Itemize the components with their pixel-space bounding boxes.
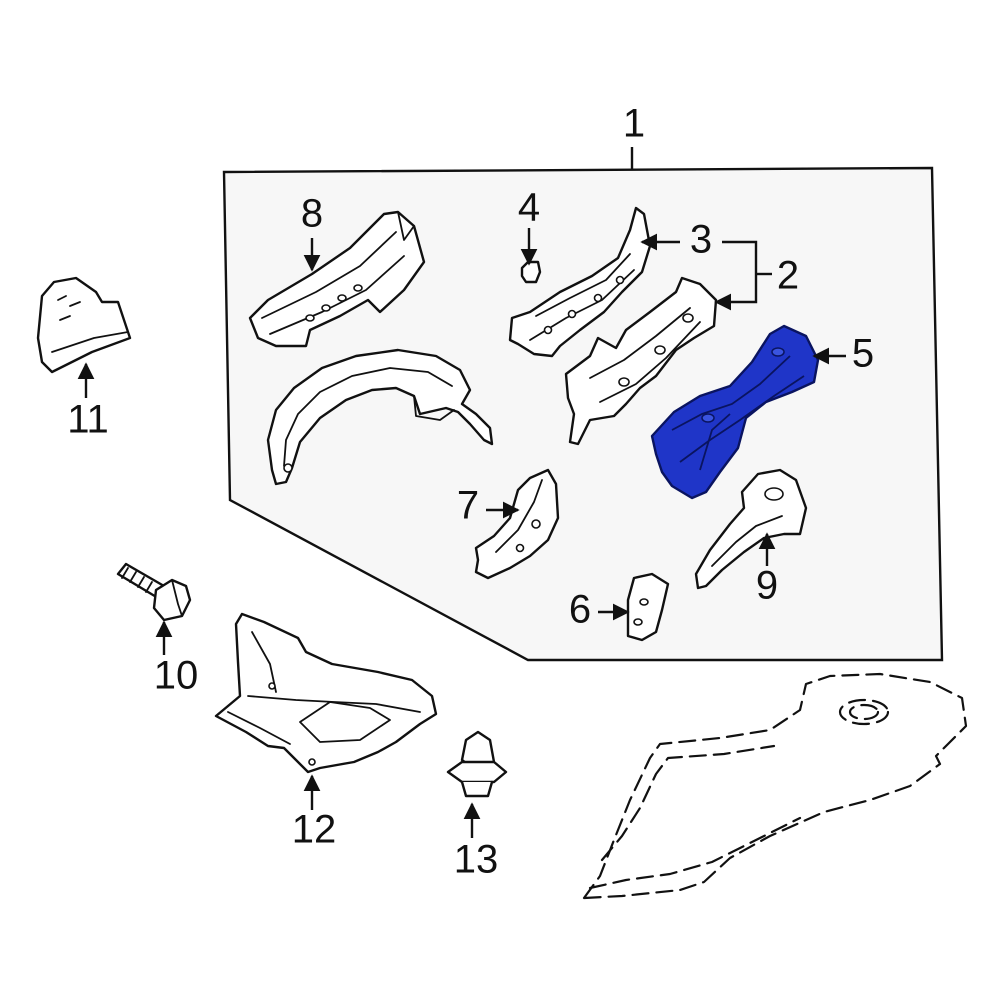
leader-lines xyxy=(77,147,846,838)
part-11-clip[interactable] xyxy=(36,276,132,374)
callout-13: 13 xyxy=(454,838,499,882)
callout-11: 11 xyxy=(67,398,109,442)
part-10-bolt[interactable] xyxy=(116,562,192,622)
part-9-reinforcement[interactable] xyxy=(694,468,808,590)
callout-4: 4 xyxy=(518,186,540,230)
callout-2: 2 xyxy=(777,254,799,298)
wheelhouse-arch[interactable] xyxy=(266,348,494,486)
callout-5: 5 xyxy=(852,332,874,376)
callout-1: 1 xyxy=(623,102,645,146)
part-2-rail-assembly[interactable] xyxy=(564,276,718,446)
part-6-plate[interactable] xyxy=(626,572,670,642)
callout-12: 12 xyxy=(292,808,337,852)
callout-8: 8 xyxy=(301,192,323,236)
callout-7: 7 xyxy=(457,484,479,528)
part-12-splash-shield[interactable] xyxy=(214,612,438,774)
vehicle-body-outline xyxy=(582,672,968,900)
part-4-clip[interactable] xyxy=(520,260,542,284)
callout-9: 9 xyxy=(756,564,778,608)
part-3-extension[interactable] xyxy=(508,206,652,358)
callout-10: 10 xyxy=(154,654,199,698)
part-13-push-clip[interactable] xyxy=(446,730,508,798)
part-8-rail[interactable] xyxy=(248,210,426,348)
callout-6: 6 xyxy=(569,588,591,632)
callout-3: 3 xyxy=(690,218,712,262)
callout-labels: 1 2 3 4 5 6 7 8 9 10 11 12 13 xyxy=(67,102,874,882)
part-5-rear-rail-highlighted[interactable] xyxy=(650,324,820,500)
bracket-2 xyxy=(718,240,758,304)
